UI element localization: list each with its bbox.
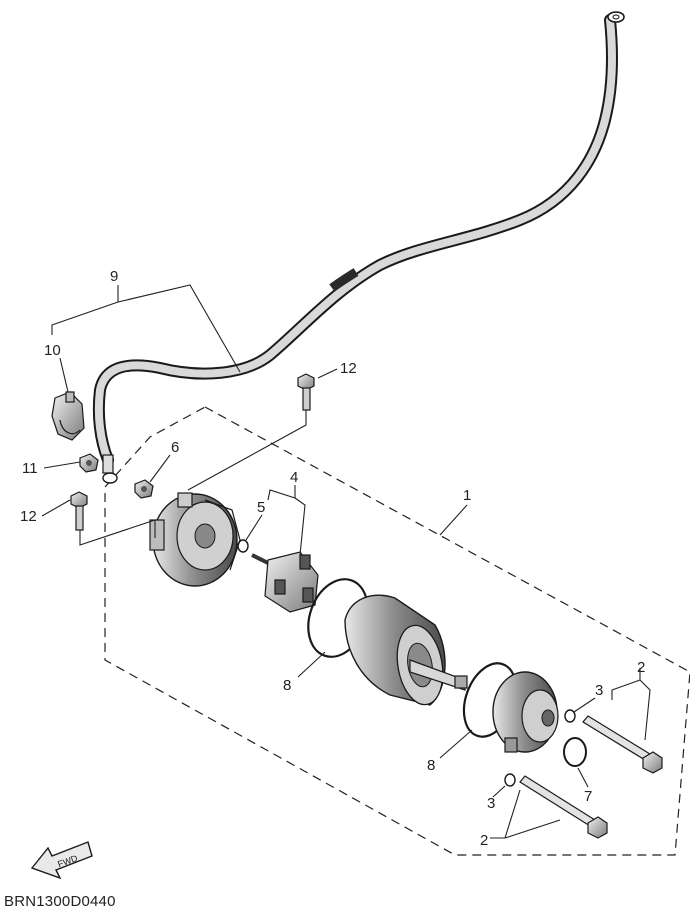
long-bolt-2-upper bbox=[582, 715, 663, 774]
o-ring-7 bbox=[563, 737, 587, 767]
o-ring-5 bbox=[237, 539, 249, 553]
callout-2-lower: 2 bbox=[480, 832, 488, 849]
callout-7: 7 bbox=[584, 788, 592, 805]
callout-4: 4 bbox=[290, 469, 298, 486]
terminal-cover bbox=[51, 391, 85, 441]
motor-yoke bbox=[344, 594, 468, 706]
ring-terminal-top bbox=[607, 11, 625, 23]
nut-11 bbox=[79, 453, 99, 473]
bolt-12-left bbox=[70, 491, 88, 531]
callout-11: 11 bbox=[22, 460, 38, 477]
callout-6: 6 bbox=[171, 439, 179, 456]
callout-9: 9 bbox=[110, 268, 118, 285]
long-bolt-2-lower bbox=[519, 775, 608, 839]
assembly-outline bbox=[104, 406, 690, 856]
callouts: 1 2 2 3 3 4 5 6 7 8 8 9 10 11 12 12 bbox=[20, 268, 645, 849]
callout-12-left: 12 bbox=[20, 508, 37, 525]
o-ring-3-lower bbox=[504, 773, 516, 787]
callout-8-lower: 8 bbox=[427, 757, 435, 774]
callout-1: 1 bbox=[463, 487, 471, 504]
fwd-arrow-icon: FWD bbox=[30, 841, 93, 880]
bolt-12-top bbox=[297, 373, 315, 411]
front-cover bbox=[492, 671, 559, 753]
nut-6 bbox=[134, 479, 154, 499]
rear-cover bbox=[149, 492, 241, 587]
starter-cable bbox=[92, 11, 625, 484]
callout-5: 5 bbox=[257, 499, 265, 516]
leader-lines bbox=[41, 284, 651, 839]
drawing-code: BRN1300D0440 bbox=[4, 893, 116, 910]
brush-holder bbox=[251, 551, 319, 613]
ring-terminal-bottom bbox=[102, 454, 118, 484]
callout-3-upper: 3 bbox=[595, 682, 603, 699]
callout-12-top: 12 bbox=[340, 360, 357, 377]
callout-8-upper: 8 bbox=[283, 677, 291, 694]
callout-10: 10 bbox=[44, 342, 61, 359]
o-ring-3-upper bbox=[564, 709, 576, 723]
callout-2-upper: 2 bbox=[637, 659, 645, 676]
callout-3-lower: 3 bbox=[487, 795, 495, 812]
